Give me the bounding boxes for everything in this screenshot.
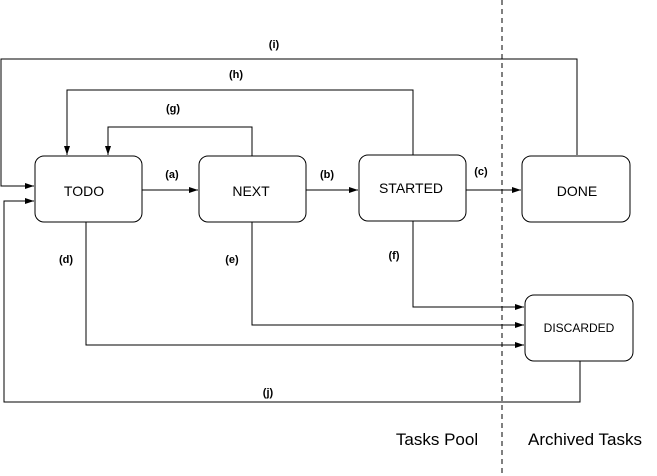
edge-label-j: (j): [263, 387, 274, 399]
edge-g-next-to-todo: [105, 126, 253, 156]
region-label-archived-tasks: Archived Tasks: [528, 430, 642, 449]
state-todo-box: [34, 155, 143, 223]
edge-label-b: (b): [320, 169, 334, 181]
state-next-box: [198, 155, 307, 223]
state-next-label: NEXT: [232, 183, 270, 199]
edge-label-e: (e): [225, 254, 239, 266]
edge-f-started-to-discarded: [412, 221, 524, 310]
edge-label-h: (h): [229, 69, 243, 81]
state-done-label: DONE: [557, 183, 597, 199]
edge-label-a: (a): [165, 169, 179, 181]
edge-label-f: (f): [389, 250, 400, 262]
state-done-box: [521, 155, 631, 223]
edge-e-next-to-discarded: [251, 222, 524, 328]
edge-j-discarded-to-todo: [3, 198, 581, 403]
edge-label-i: (i): [269, 39, 280, 51]
state-started-box: [358, 154, 467, 222]
edge-d-todo-to-discarded: [85, 222, 524, 348]
state-started: STARTED: [358, 154, 467, 222]
region-label-tasks-pool: Tasks Pool: [396, 430, 478, 449]
state-todo: TODO: [34, 155, 143, 223]
edge-h-started-to-todo: [64, 89, 414, 155]
edge-label-c: (c): [474, 166, 488, 178]
state-todo-label: TODO: [64, 183, 104, 199]
state-started-label: STARTED: [379, 180, 443, 196]
edge-label-d: (d): [59, 254, 73, 266]
state-discarded: DISCARDED: [524, 294, 634, 362]
state-done: DONE: [521, 155, 631, 223]
state-next: NEXT: [198, 155, 307, 223]
edge-label-g: (g): [166, 103, 180, 115]
state-discarded-box: [524, 294, 634, 362]
state-discarded-label: DISCARDED: [544, 321, 615, 335]
edge-i-done-to-todo: [0, 58, 578, 189]
